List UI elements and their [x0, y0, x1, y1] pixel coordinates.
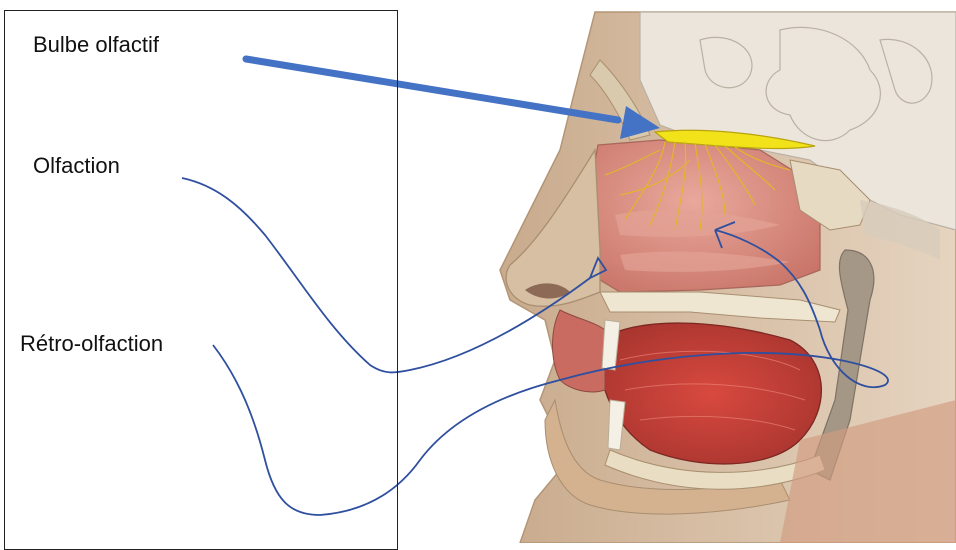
label-olfactory-bulb: Bulbe olfactif [33, 34, 159, 56]
label-retro-olfaction: Rétro-olfaction [20, 333, 163, 355]
label-olfaction: Olfaction [33, 155, 120, 177]
label-text-box [4, 10, 398, 550]
